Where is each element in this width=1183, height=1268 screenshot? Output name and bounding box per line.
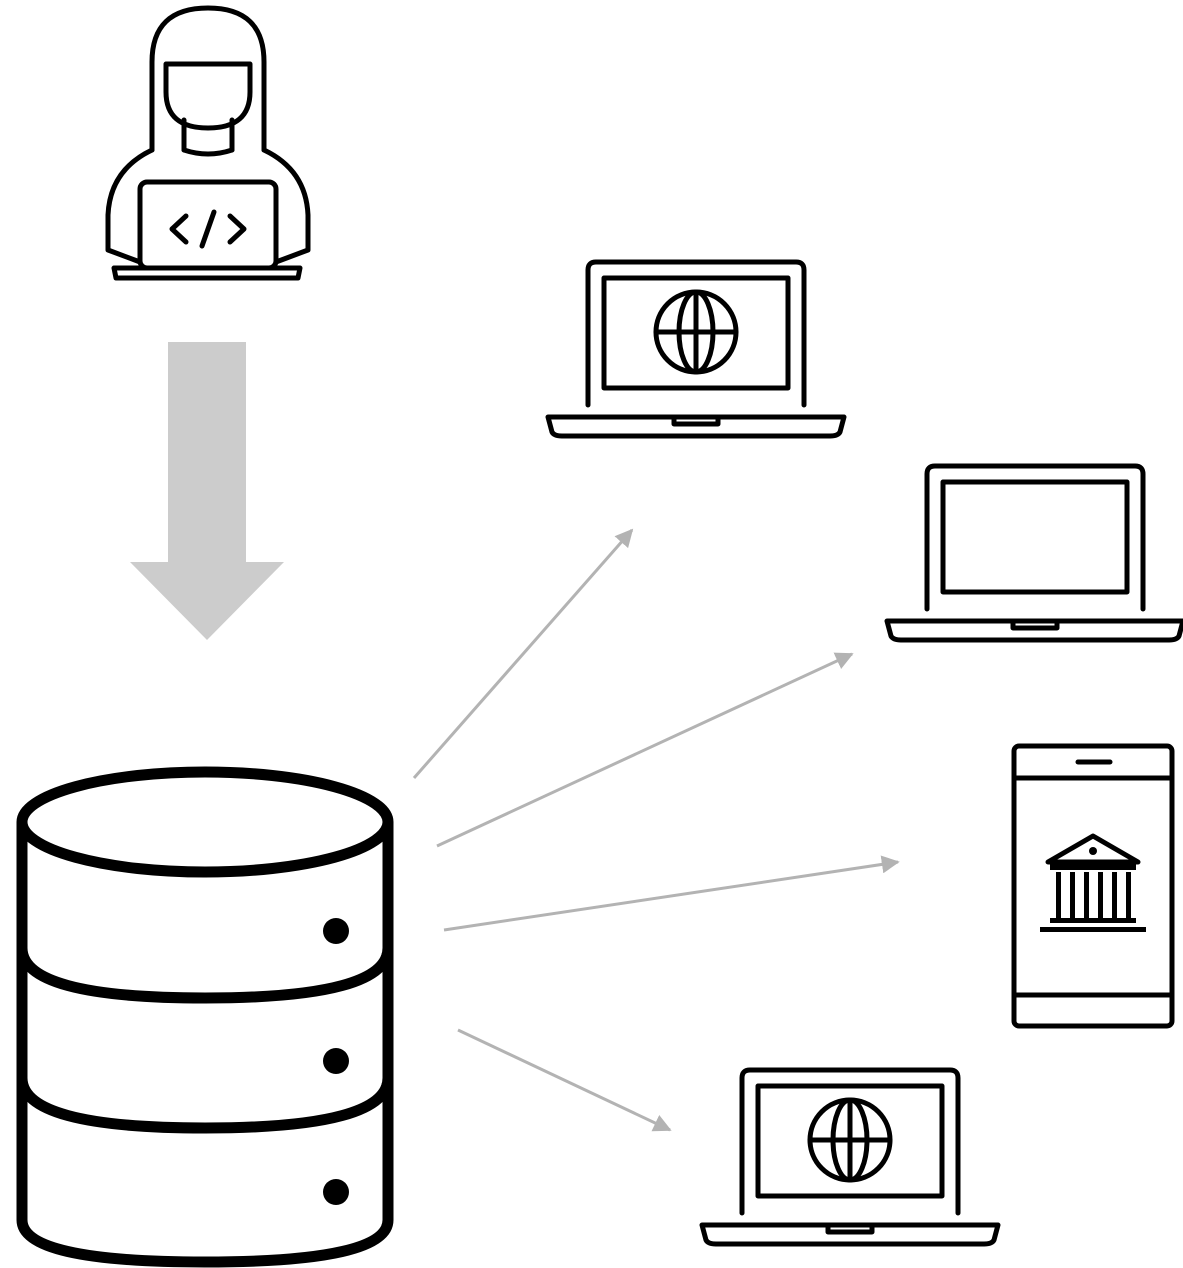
distribution-arrows: [412, 528, 900, 1132]
down-block-arrow: [130, 342, 284, 640]
arrow-to-bank-phone: [443, 855, 900, 932]
arrow-to-laptop: [436, 652, 854, 848]
laptop-icon: [884, 463, 1183, 643]
database-icon: [16, 766, 394, 1268]
smartphone-bank-icon: [1011, 743, 1175, 1029]
arrow-to-web-laptop-top: [412, 528, 634, 779]
laptop-globe-icon: [545, 259, 847, 439]
developer-coding-icon: [105, 5, 311, 281]
arrow-to-web-laptop-bottom: [457, 1028, 672, 1132]
laptop-globe-icon: [699, 1067, 1001, 1247]
